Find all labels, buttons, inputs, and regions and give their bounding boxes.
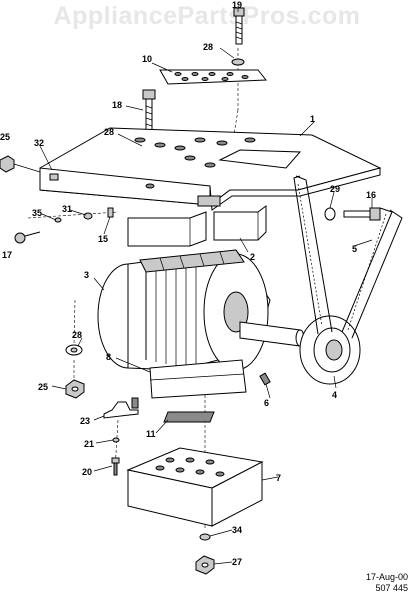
- callout-20: 20: [82, 467, 92, 477]
- callout-labels: 19 28 10 18 28 1 25 32 29 16 31 35 15 17…: [0, 0, 376, 567]
- footer-date: 17-Aug-00: [365, 572, 408, 582]
- callout-21: 21: [84, 439, 94, 449]
- key-6: [259, 372, 271, 386]
- callout-34: 34: [232, 525, 242, 535]
- washer-35: [54, 217, 62, 223]
- motor-base-8: [149, 359, 247, 399]
- callout-7: 7: [276, 473, 281, 483]
- mount-blocks-2: [127, 195, 267, 247]
- callout-15: 15: [98, 234, 108, 244]
- washer-29: [324, 207, 336, 221]
- screw-20: [111, 457, 120, 476]
- leader-lines: [39, 8, 373, 565]
- callout-28-lower: 28: [72, 330, 82, 340]
- block-7: [126, 447, 264, 527]
- callout-6: 6: [264, 398, 269, 408]
- washer-31: [83, 212, 93, 220]
- motor-3: [97, 249, 271, 371]
- callout-5: 5: [352, 244, 357, 254]
- washer-21: [112, 437, 120, 443]
- callout-31: 31: [62, 204, 72, 214]
- callout-16: 16: [366, 190, 376, 200]
- callout-1: 1: [310, 114, 315, 124]
- callout-8: 8: [106, 352, 111, 362]
- callout-3: 3: [84, 270, 89, 280]
- callout-17: 17: [2, 250, 12, 260]
- callout-35: 35: [32, 208, 42, 218]
- washer-34: [199, 533, 211, 541]
- callout-28-top: 28: [203, 42, 213, 52]
- watermark: AppliancePartsPros.com: [53, 2, 361, 30]
- plate-10: [159, 69, 268, 85]
- pin-15: [107, 207, 114, 218]
- screw-17: [14, 231, 41, 244]
- belt: [293, 175, 403, 339]
- callout-32: 32: [34, 138, 44, 148]
- bolt-19: [233, 7, 245, 45]
- callout-29: 29: [330, 184, 340, 194]
- bolt-16: [343, 207, 381, 221]
- nut-27: [195, 555, 215, 575]
- clamp-23: [103, 397, 139, 419]
- callout-4: 4: [332, 390, 337, 400]
- footer-code: 507 445: [375, 583, 408, 593]
- pad-11: [163, 411, 215, 423]
- nut-25-lower: [65, 379, 85, 399]
- callout-27: 27: [232, 557, 242, 567]
- callout-18: 18: [112, 100, 122, 110]
- washer-28-top: [231, 58, 245, 66]
- callout-25-left: 25: [0, 132, 10, 142]
- nut-25-left: [0, 155, 15, 173]
- callout-23: 23: [80, 416, 90, 426]
- callout-11: 11: [146, 429, 156, 439]
- callout-2: 2: [250, 252, 255, 262]
- callout-25-lower: 25: [38, 382, 48, 392]
- callout-28-mid: 28: [104, 127, 114, 137]
- callout-19: 19: [232, 0, 242, 10]
- pulley-4: [299, 315, 361, 385]
- callout-10: 10: [142, 54, 152, 64]
